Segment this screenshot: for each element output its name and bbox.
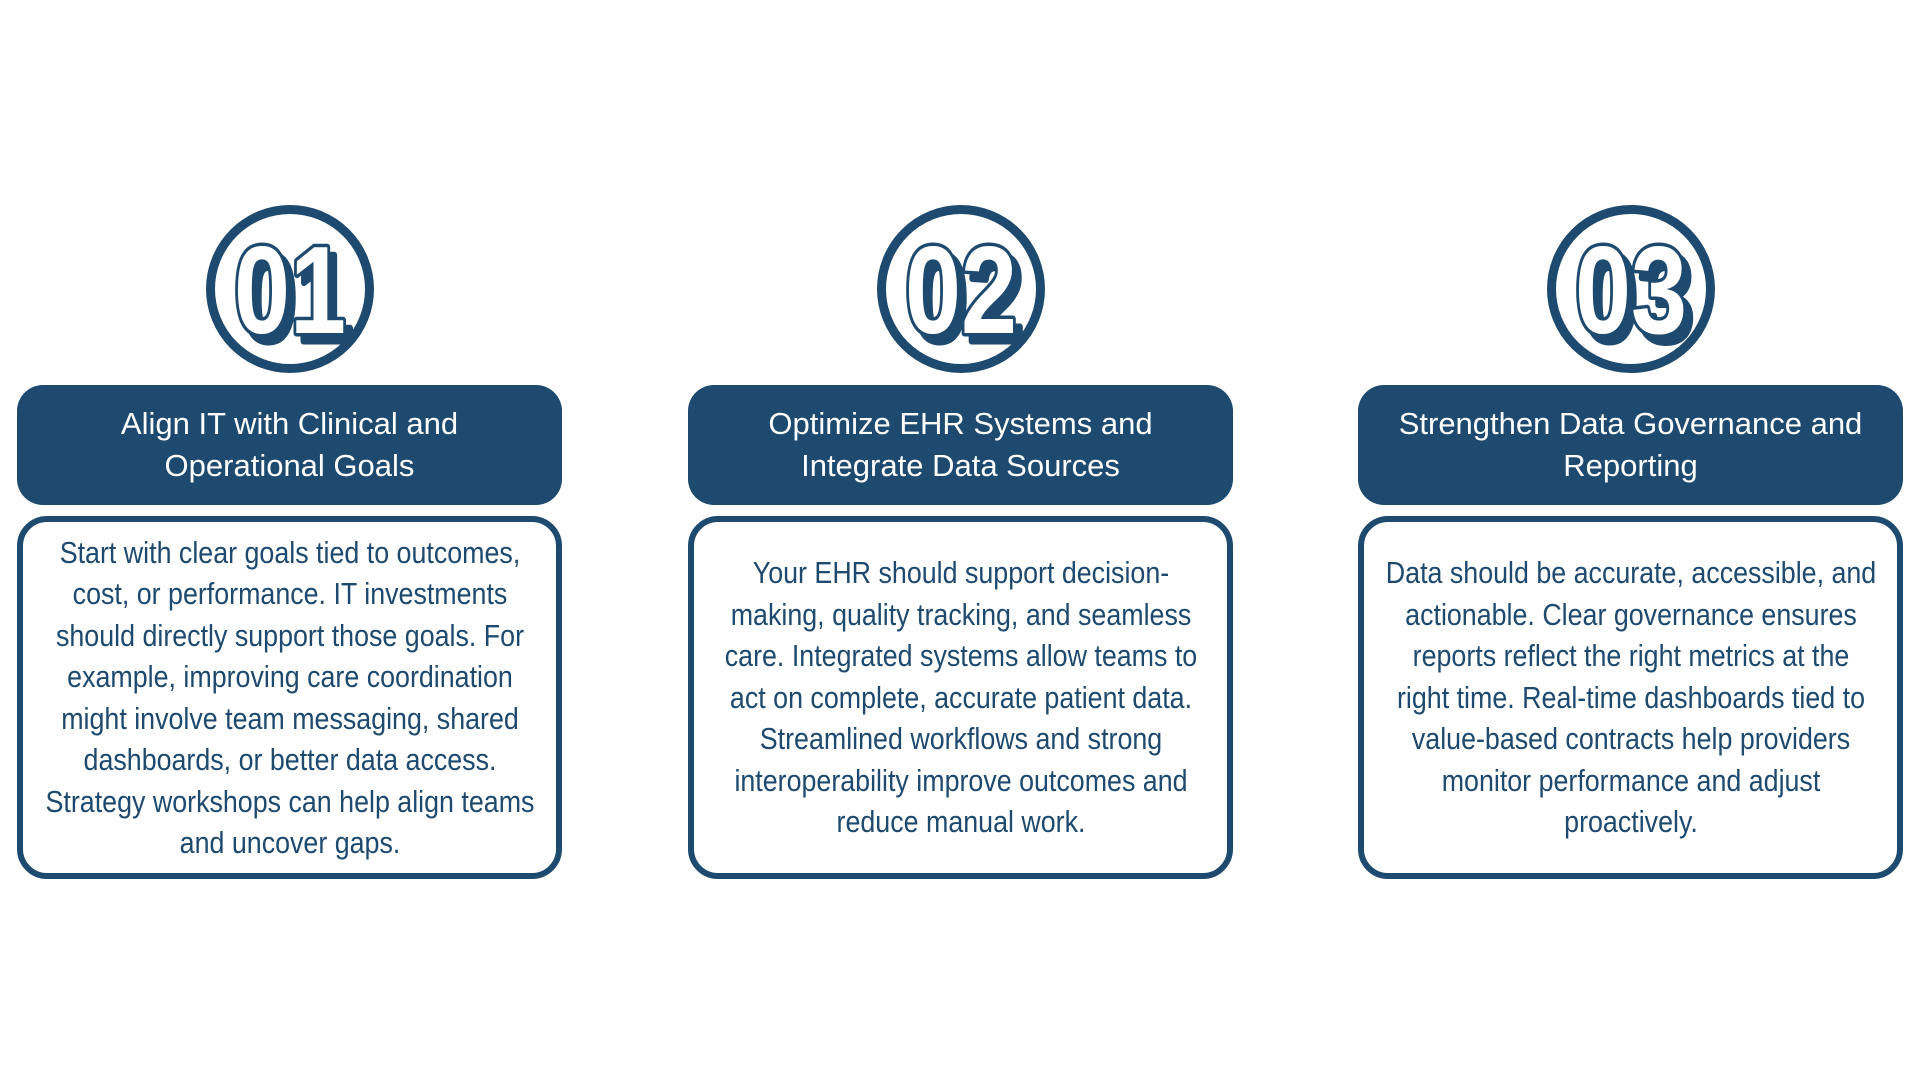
step-3-description-card: Data should be accurate, accessible, and… bbox=[1358, 516, 1903, 879]
step-2-description: Your EHR should support decision- making… bbox=[724, 555, 1197, 840]
step-2-number-badge: 02 bbox=[876, 205, 1045, 373]
step-column-3: 03 Strengthen Data Governance and Report… bbox=[1358, 0, 1903, 1080]
step-1-title: Align IT with Clinical and Operational G… bbox=[120, 406, 459, 483]
step-2-description-card: Your EHR should support decision- making… bbox=[688, 516, 1233, 879]
step-2-number-graphic: 02 bbox=[901, 219, 1020, 364]
step-1-description: Start with clear goals tied to outcomes,… bbox=[45, 534, 534, 861]
step-2-title-bar: Optimize EHR Systems and Integrate Data … bbox=[688, 385, 1233, 505]
step-1-title-bar: Align IT with Clinical and Operational G… bbox=[17, 385, 562, 505]
step-2-number: 02 bbox=[905, 222, 1017, 360]
step-3-title-bar: Strengthen Data Governance and Reporting bbox=[1358, 385, 1903, 505]
step-1-description-card: Start with clear goals tied to outcomes,… bbox=[17, 516, 562, 879]
step-3-number: 03 bbox=[1575, 222, 1687, 360]
step-3-number-badge: 03 bbox=[1546, 205, 1715, 373]
step-2-title: Optimize EHR Systems and Integrate Data … bbox=[768, 406, 1153, 483]
step-1-number-graphic: 01 bbox=[230, 219, 349, 364]
step-3-title: Strengthen Data Governance and Reporting bbox=[1398, 406, 1863, 483]
step-3-number-graphic: 03 bbox=[1571, 219, 1690, 364]
step-1-number-badge: 01 bbox=[205, 205, 374, 373]
step-column-2: 02 Optimize EHR Systems and Integrate Da… bbox=[688, 0, 1233, 1080]
step-column-1: 01 Align IT with Clinical and Operationa… bbox=[17, 0, 562, 1080]
step-3-description: Data should be accurate, accessible, and… bbox=[1385, 555, 1876, 840]
step-1-number: 01 bbox=[234, 222, 346, 360]
